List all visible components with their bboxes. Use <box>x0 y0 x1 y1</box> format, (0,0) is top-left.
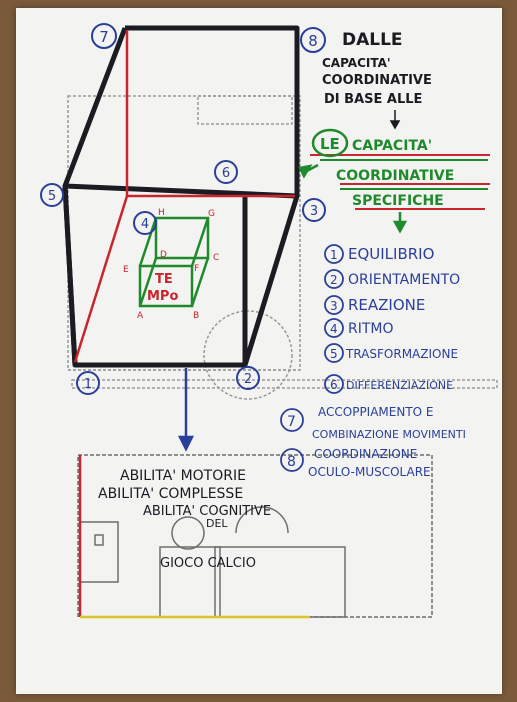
main-cube <box>62 25 300 368</box>
inner-letter-g: G <box>208 209 215 219</box>
heading-line-6: COORDINATIVE <box>336 168 454 184</box>
lower-pitch-colored-lines <box>78 455 310 619</box>
list-item-3-number: 3 <box>330 299 338 313</box>
abilities-line-1: ABILITA' MOTORIE <box>120 468 246 484</box>
heading-line-2: CAPACITA' <box>322 56 391 70</box>
list-item-8-text-a: COORDINAZIONE <box>314 447 417 461</box>
list-item-1-number: 1 <box>330 248 338 262</box>
cube-vertex-markers <box>40 23 326 395</box>
inner-cube-letters: A B C D E F G H <box>123 208 219 321</box>
list-item-4-number: 4 <box>330 322 338 336</box>
small-black-arrow <box>389 110 401 130</box>
down-arrow <box>177 368 195 452</box>
heading: DALLE CAPACITA' COORDINATIVE DI BASE ALL… <box>320 30 454 209</box>
list-item-1-text: EQUILIBRIO <box>348 245 434 263</box>
coordination-list: 1 EQUILIBRIO 2 ORIENTAMENTO 3 REAZIONE 4… <box>287 245 466 479</box>
heading-line-5: CAPACITA' <box>352 138 432 154</box>
vertex-label-4: 4 <box>141 217 149 232</box>
inner-cube-center-text: TE MPo <box>147 272 178 304</box>
inner-letter-b: B <box>193 311 199 321</box>
inner-letter-h: H <box>158 208 165 218</box>
vertex-label-5: 5 <box>48 189 56 204</box>
heading-line-7: SPECIFICHE <box>352 193 444 209</box>
vertex-label-2: 2 <box>244 372 252 387</box>
list-item-3-text: REAZIONE <box>348 296 425 314</box>
list-item-6-text: DIFFERENZIAZIONE <box>346 379 453 392</box>
inner-letter-c: C <box>213 253 219 263</box>
cube-red-edges <box>73 30 295 363</box>
le-highlight-circle <box>311 128 349 158</box>
inner-letter-a: A <box>137 311 144 321</box>
list-item-7-number: 7 <box>287 414 296 430</box>
vertex-label-7: 7 <box>99 28 109 46</box>
abilities-line-4: DEL <box>206 517 228 530</box>
list-item-7-text-a: ACCOPPIAMENTO E <box>318 405 434 419</box>
heading-line-3: COORDINATIVE <box>322 73 432 88</box>
cube-vertex-labels: 1 2 3 4 5 6 7 8 <box>48 28 318 392</box>
abilities-line-3: ABILITA' COGNITIVE <box>143 504 271 519</box>
list-item-4-text: RITMO <box>348 321 394 337</box>
heading-line-4: DI BASE ALLE <box>324 92 422 107</box>
heading-highlight: LE <box>320 135 340 153</box>
list-item-5-number: 5 <box>330 347 338 361</box>
heading-underlines <box>310 154 490 210</box>
vertex-label-1: 1 <box>84 377 92 392</box>
tempo-line-1: TE <box>155 272 173 287</box>
tempo-line-2: MPo <box>147 289 178 304</box>
list-item-8-text-b: OCULO-MUSCOLARE <box>308 465 431 479</box>
vertex-label-8: 8 <box>308 32 318 50</box>
list-number-circles <box>280 244 344 472</box>
list-item-2-number: 2 <box>330 273 338 287</box>
abilities-line-2: ABILITA' COMPLESSE <box>98 486 243 502</box>
list-item-7-text-b: COMBINAZIONE MOVIMENTI <box>312 428 466 441</box>
list-item-8-number: 8 <box>287 454 296 470</box>
list-item-2-text: ORIENTAMENTO <box>348 272 460 288</box>
vertex-label-3: 3 <box>310 204 318 219</box>
abilities-line-5: GIOCO CALCIO <box>160 556 256 571</box>
inner-cube <box>138 216 210 308</box>
inner-letter-e: E <box>123 265 129 275</box>
inner-letter-d: D <box>160 250 167 260</box>
vertex-label-6: 6 <box>222 166 230 181</box>
paper-sheet <box>16 8 502 694</box>
inner-letter-f: F <box>194 264 199 274</box>
heading-arrows <box>298 163 408 234</box>
heading-line-1: DALLE <box>342 30 403 50</box>
list-item-5-text: TRASFORMAZIONE <box>345 347 458 361</box>
list-item-6-number: 6 <box>330 378 338 392</box>
heading-green-lines <box>320 159 488 190</box>
abilities-block: ABILITA' MOTORIE ABILITA' COMPLESSE ABIL… <box>98 468 271 571</box>
